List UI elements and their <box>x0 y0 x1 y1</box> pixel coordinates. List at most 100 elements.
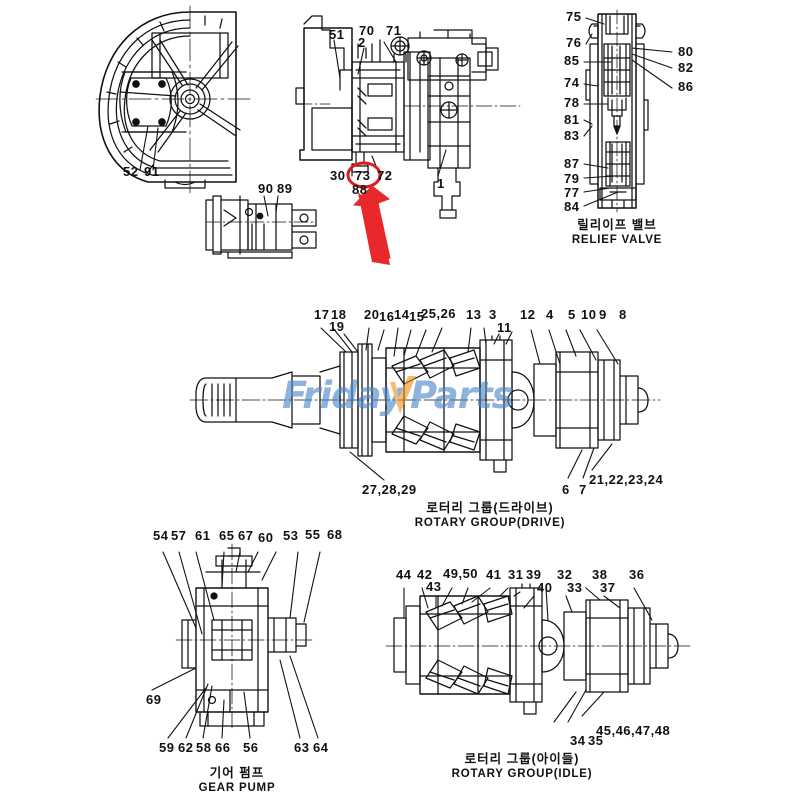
gear-pump-view <box>151 543 321 739</box>
callout-82: 82 <box>678 60 694 75</box>
callout-2: 2 <box>358 35 366 50</box>
callout-16: 16 <box>379 309 395 324</box>
callout-53: 53 <box>283 528 299 543</box>
callout-27-28-29: 27,28,29 <box>362 482 417 497</box>
callout-3: 3 <box>489 307 497 322</box>
callout-56: 56 <box>243 740 259 755</box>
caption-rotary-group-drive: 로터리 그룹(드라이브) ROTARY GROUP(DRIVE) <box>395 501 585 530</box>
callout-54: 54 <box>153 528 169 543</box>
callout-18: 18 <box>331 307 347 322</box>
callout-4: 4 <box>546 307 554 322</box>
callout-66: 66 <box>215 740 231 755</box>
callout-73: 73 <box>355 168 371 183</box>
callout-5: 5 <box>568 307 576 322</box>
callout-37: 37 <box>600 580 616 595</box>
callout-51: 51 <box>329 27 345 42</box>
callout-81: 81 <box>564 112 580 127</box>
callout-43: 43 <box>426 579 442 594</box>
caption-relief-valve-en: RELIEF VALVE <box>571 233 663 246</box>
callout-79: 79 <box>564 171 580 186</box>
callout-15: 15 <box>409 309 425 324</box>
callout-87: 87 <box>564 156 580 171</box>
caption-rotary-group-idle: 로터리 그룹(아이들) ROTARY GROUP(IDLE) <box>432 752 612 781</box>
pump-assembly-view <box>295 15 521 219</box>
callout-62: 62 <box>178 740 194 755</box>
callout-32: 32 <box>557 567 573 582</box>
caption-rotary-drive-kr: 로터리 그룹(드라이브) <box>426 501 554 515</box>
callout-76: 76 <box>566 35 582 50</box>
callout-84: 84 <box>564 199 580 214</box>
callout-30: 30 <box>330 168 346 183</box>
caption-gear-pump-en: GEAR PUMP <box>198 781 276 794</box>
caption-rotary-idle-en: ROTARY GROUP(IDLE) <box>451 767 593 780</box>
callout-10: 10 <box>581 307 597 322</box>
callout-52: 52 <box>123 164 139 179</box>
rotary-group-idle-view <box>385 583 691 723</box>
callout-88: 88 <box>352 182 368 197</box>
callout-58: 58 <box>196 740 212 755</box>
callout-34: 34 <box>570 733 586 748</box>
flywheel-housing-view <box>98 11 241 189</box>
callout-39: 39 <box>526 567 542 582</box>
relief-valve-view <box>583 9 673 213</box>
callout-55: 55 <box>305 527 321 542</box>
callout-36: 36 <box>629 567 645 582</box>
callout-59: 59 <box>159 740 175 755</box>
caption-rotary-drive-en: ROTARY GROUP(DRIVE) <box>414 516 566 529</box>
callout-17: 17 <box>314 307 330 322</box>
callout-70: 70 <box>359 23 375 38</box>
callout-72: 72 <box>377 168 393 183</box>
callout-74: 74 <box>564 75 580 90</box>
callout-67: 67 <box>238 528 254 543</box>
callout-61: 61 <box>195 528 211 543</box>
callout-45-48: 45,46,47,48 <box>596 723 671 738</box>
callout-7: 7 <box>579 482 587 497</box>
callout-40: 40 <box>537 580 553 595</box>
callout-63: 63 <box>294 740 310 755</box>
caption-gear-pump: 기어 펌프 GEAR PUMP <box>177 766 297 795</box>
callout-42: 42 <box>417 567 433 582</box>
rotary-group-drive-view <box>189 327 661 481</box>
callout-44: 44 <box>396 567 412 582</box>
callout-77: 77 <box>564 185 580 200</box>
caption-relief-valve: 릴리이프 밸브 RELIEF VALVE <box>557 218 677 247</box>
callout-69: 69 <box>146 692 162 707</box>
callout-83: 83 <box>564 128 580 143</box>
callout-8: 8 <box>619 307 627 322</box>
callout-31: 31 <box>508 567 524 582</box>
callout-19: 19 <box>329 319 345 334</box>
callout-13: 13 <box>466 307 482 322</box>
callout-90: 90 <box>258 181 274 196</box>
callout-71: 71 <box>386 23 402 38</box>
caption-rotary-idle-kr: 로터리 그룹(아이들) <box>464 752 580 766</box>
callout-49-50: 49,50 <box>443 566 479 581</box>
callout-33: 33 <box>567 580 583 595</box>
callout-86: 86 <box>678 79 694 94</box>
callout-14: 14 <box>394 307 410 322</box>
callout-11: 11 <box>497 320 512 335</box>
callout-1: 1 <box>437 176 445 191</box>
callout-6: 6 <box>562 482 570 497</box>
caption-relief-valve-kr: 릴리이프 밸브 <box>577 218 657 232</box>
callout-21-24: 21,22,23,24 <box>589 472 664 487</box>
callout-9: 9 <box>599 307 607 322</box>
callout-38: 38 <box>592 567 608 582</box>
callout-65: 65 <box>219 528 235 543</box>
callout-68: 68 <box>327 527 343 542</box>
callout-64: 64 <box>313 740 329 755</box>
callout-89: 89 <box>277 181 293 196</box>
callout-41: 41 <box>486 567 502 582</box>
regulator-subassembly-view <box>205 195 317 259</box>
caption-gear-pump-kr: 기어 펌프 <box>209 766 265 780</box>
callout-25-26: 25,26 <box>421 306 457 321</box>
callout-85: 85 <box>564 53 580 68</box>
callout-80: 80 <box>678 44 694 59</box>
callout-60: 60 <box>258 530 274 545</box>
callout-75: 75 <box>566 9 582 24</box>
callout-91: 91 <box>144 164 160 179</box>
callout-35: 35 <box>588 733 604 748</box>
callout-57: 57 <box>171 528 187 543</box>
